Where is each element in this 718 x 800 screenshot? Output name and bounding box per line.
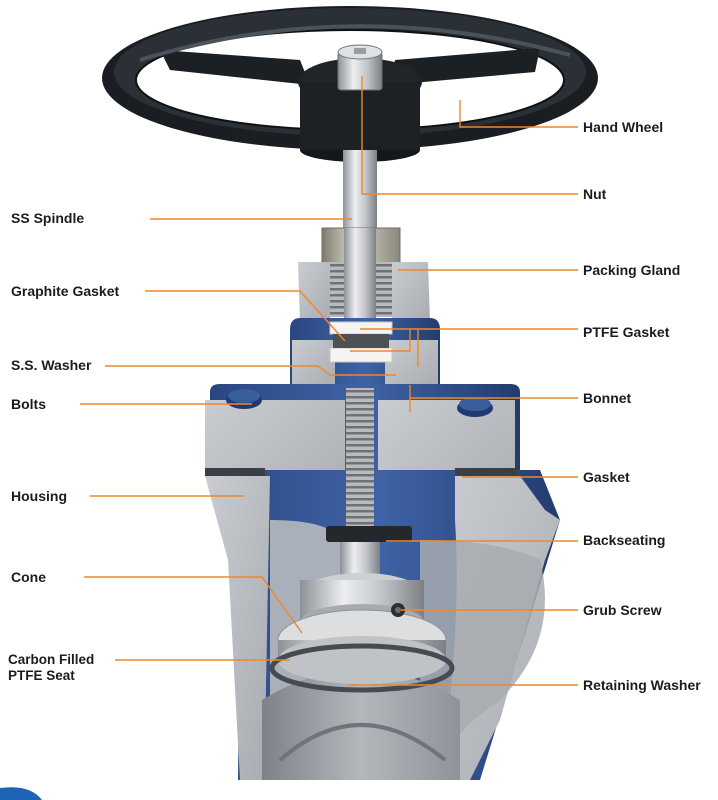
leader-ss-washer [105, 365, 396, 376]
label-carbon-filled-line2: PTFE Seat [8, 668, 75, 683]
label-packing-gland: Packing Gland [583, 262, 681, 278]
leader-lines [80, 76, 578, 686]
label-ss-spindle: SS Spindle [11, 210, 85, 226]
label-backseating: Backseating [583, 532, 666, 548]
cone-shape [269, 542, 455, 693]
label-gasket: Gasket [583, 469, 630, 485]
backseating-shape [326, 526, 412, 542]
label-ptfe-gasket: PTFE Gasket [583, 324, 670, 340]
hand-wheel-shape [102, 6, 598, 162]
accent-corner-shape [0, 787, 42, 800]
label-retaining-washer: Retaining Washer [583, 677, 701, 693]
leader-ptfe-gasket-b [350, 329, 411, 352]
label-carbon-filled-ptfe-seat: Carbon Filled PTFE Seat [8, 652, 94, 684]
bolts-shape [226, 389, 493, 417]
spindle-upper-shape [343, 150, 377, 240]
label-graphite-gasket: Graphite Gasket [11, 283, 120, 299]
leader-cone [84, 576, 303, 634]
packing-gland-shape [321, 227, 401, 318]
label-cone: Cone [11, 569, 46, 585]
nut-shape [337, 44, 383, 91]
leader-nut [361, 76, 578, 195]
bonnet-shape [290, 262, 440, 392]
label-nut: Nut [583, 186, 607, 202]
spindle-thread-shape [346, 388, 374, 526]
label-bonnet: Bonnet [583, 390, 632, 406]
label-ss-washer: S.S. Washer [11, 357, 92, 373]
label-hand-wheel: Hand Wheel [583, 119, 664, 135]
label-bolts: Bolts [11, 396, 46, 412]
label-grub-screw: Grub Screw [583, 602, 662, 618]
leader-graphite-gasket [145, 290, 346, 342]
label-housing: Housing [11, 488, 67, 504]
leader-hand-wheel [459, 100, 578, 128]
label-carbon-filled-line1: Carbon Filled [8, 652, 95, 667]
